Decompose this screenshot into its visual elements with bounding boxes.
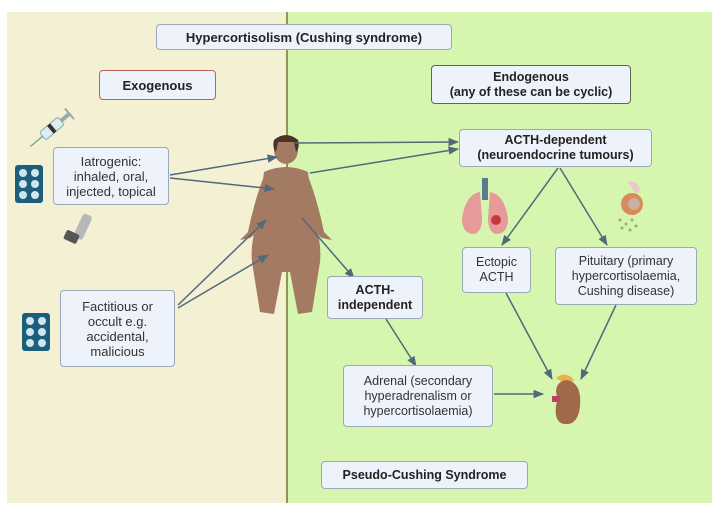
arrow-iatrogenic-to-head [169,154,279,176]
iatrogenic-box: Iatrogenic: inhaled, oral, injected, top… [53,147,169,205]
exogenous-heading-box: Exogenous [99,70,216,100]
syringe-icon [29,107,75,147]
acth-dependent-text: ACTH-dependent (neuroendocrine tumours) [477,133,634,162]
arrow-pituitary-to-kidney [580,304,617,380]
acth-independent-box: ACTH- independent [327,276,423,319]
arrow-acth-independent-to-adrenal [385,318,417,367]
inhaler-icon [63,213,92,244]
exogenous-heading-text: Exogenous [122,77,193,93]
factitious-text: Factitious or occult e.g. accidental, ma… [82,298,153,359]
endogenous-heading-box: Endogenous (any of these can be cyclic) [431,65,631,104]
pill-pack-icon [15,165,43,203]
acth-independent-text: ACTH- independent [337,282,413,312]
title-box: Hypercortisolism (Cushing syndrome) [156,24,452,50]
adrenal-box: Adrenal (secondary hyperadrenalism or hy… [343,365,493,427]
pseudo-cushing-text: Pseudo-Cushing Syndrome [342,467,507,482]
pseudo-cushing-box: Pseudo-Cushing Syndrome [321,461,528,489]
arrow-factitious-to-waist [177,219,267,306]
factitious-box: Factitious or occult e.g. accidental, ma… [60,290,175,367]
ectopic-acth-box: Ectopic ACTH [462,247,531,293]
arrow-iatrogenic-to-chest [169,177,276,193]
arrow-factitious-to-hip [177,254,269,309]
arrow-acth-dependent-to-ectopic [501,167,559,246]
ectopic-acth-text: Ectopic ACTH [476,255,517,284]
arrow-acth-dependent-to-pituitary [559,167,608,246]
pill-pack-icon [22,313,50,351]
arrow-ectopic-to-kidney [505,292,553,380]
pituitary-box: Pituitary (primary hypercortisolaemia, C… [555,247,697,305]
pituitary-text: Pituitary (primary hypercortisolaemia, C… [571,253,681,298]
adrenal-text: Adrenal (secondary hyperadrenalism or hy… [363,373,473,418]
title-text: Hypercortisolism (Cushing syndrome) [185,29,423,45]
endogenous-heading-text: Endogenous (any of these can be cyclic) [449,69,613,99]
iatrogenic-text: Iatrogenic: inhaled, oral, injected, top… [66,153,156,199]
arrow-chest-to-acth-dependent [309,146,460,174]
adrenal-kidney-icon [552,374,581,425]
body-figure-icon [240,135,332,314]
lungs-icon [462,178,508,234]
arrow-body-to-acth-independent [301,217,355,279]
pituitary-icon [618,181,643,232]
arrow-head-to-acth-dependent [294,137,460,147]
acth-dependent-box: ACTH-dependent (neuroendocrine tumours) [459,129,652,167]
